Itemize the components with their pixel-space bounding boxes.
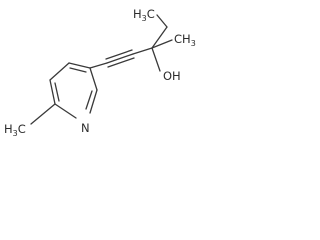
ring-methyl-label: H3C <box>4 122 26 138</box>
bond-lines <box>30 14 173 125</box>
bond-c3-c2 <box>132 47 153 55</box>
ethyl-methyl-label: H3C <box>133 7 155 23</box>
ring-bond-5-inner <box>85 90 93 110</box>
ring-bond-2 <box>49 62 70 81</box>
bond-ch2-c3 <box>151 26 168 49</box>
bond-c1-ring <box>89 62 108 69</box>
ring-bond-5 <box>89 89 98 114</box>
chemical-structure: H3C CH3 OH N H3C <box>4 7 196 138</box>
bond-ch3-ch2 <box>156 14 168 28</box>
ring-bond-6 <box>89 67 98 91</box>
ring-bond-4 <box>54 103 77 119</box>
triple-bond-line-1 <box>106 53 134 64</box>
bond-c3-methyl <box>151 39 173 49</box>
bond-c3-oh <box>151 47 161 72</box>
triple-bond-line-2 <box>105 49 133 60</box>
bond-ring-methyl <box>30 103 56 125</box>
hydroxyl-label: OH <box>163 69 181 83</box>
pyridine-nitrogen-label: N <box>81 121 90 135</box>
triple-bond-line-3 <box>107 57 135 68</box>
ring-bond-1 <box>68 62 91 69</box>
c3-methyl-label: CH3 <box>174 32 196 48</box>
ring-bond-1-inner <box>69 67 87 73</box>
ring-bond-3-inner <box>54 82 60 102</box>
ring-bond-3 <box>49 79 56 105</box>
